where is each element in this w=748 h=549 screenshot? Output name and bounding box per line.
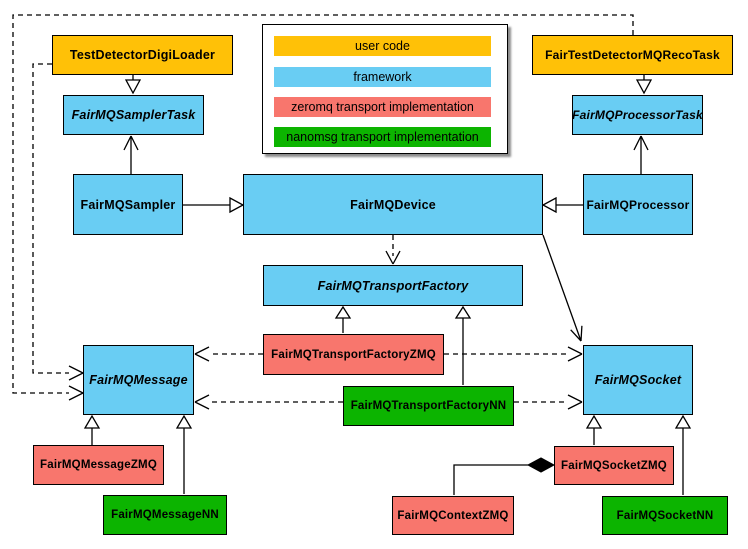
node-fairmq-socket-zmq: FairMQSocketZMQ xyxy=(554,446,674,485)
edge-sampler-samplertask-arrow xyxy=(123,135,139,174)
edge-socketnn-socket-generalization xyxy=(674,414,692,495)
node-fairmq-message-nn: FairMQMessageNN xyxy=(103,495,227,535)
edge-device-transportfactory-dependency xyxy=(385,235,401,265)
node-test-detector-digi-loader: TestDetectorDigiLoader xyxy=(52,35,233,75)
legend-item-framework: framework xyxy=(274,67,491,87)
edge-messagezmq-message-generalization xyxy=(83,414,101,445)
legend-item-zeromq: zeromq transport implementation xyxy=(274,97,491,117)
node-fairmq-message: FairMQMessage xyxy=(83,345,194,415)
edge-recotask-processortask-generalization xyxy=(635,75,653,95)
node-fairmq-transport-factory-nn: FairMQTransportFactoryNN xyxy=(343,386,514,426)
edge-tfnn-message-dependency xyxy=(194,394,343,410)
legend: user code framework zeromq transport imp… xyxy=(262,24,508,154)
node-fairmq-transport-factory-zmq: FairMQTransportFactoryZMQ xyxy=(263,334,444,375)
edge-messagenn-message-generalization xyxy=(175,414,193,494)
node-fairmq-processor-task: FairMQProcessorTask xyxy=(572,95,703,135)
legend-label: framework xyxy=(353,70,412,84)
legend-item-user-code: user code xyxy=(274,36,491,56)
edge-contextzmq-socketzmq-composition xyxy=(453,457,556,495)
node-fairmq-socket: FairMQSocket xyxy=(583,345,693,415)
node-fairmq-processor: FairMQProcessor xyxy=(583,174,693,235)
edge-tfzmq-socket-dependency xyxy=(444,346,583,362)
edge-digiloader-samplertask-generalization xyxy=(124,75,142,95)
legend-label: user code xyxy=(355,39,410,53)
node-fairmq-sampler: FairMQSampler xyxy=(73,174,183,235)
edge-device-socket-arrow xyxy=(542,234,583,342)
node-fairmq-context-zmq: FairMQContextZMQ xyxy=(392,496,514,535)
node-fairmq-socket-nn: FairMQSocketNN xyxy=(602,496,728,535)
edge-tfzmq-transportfactory-generalization xyxy=(334,305,352,333)
edge-sampler-device-generalization xyxy=(183,196,245,214)
node-fairmq-transport-factory: FairMQTransportFactory xyxy=(263,265,523,306)
legend-label: nanomsg transport implementation xyxy=(286,130,479,144)
node-fairmq-sampler-task: FairMQSamplerTask xyxy=(63,95,204,135)
legend-item-nanomsg: nanomsg transport implementation xyxy=(274,127,491,147)
edge-processor-processortask-arrow xyxy=(633,135,649,174)
edge-tfzmq-message-dependency xyxy=(194,346,263,362)
edge-socketzmq-socket-generalization xyxy=(585,414,603,445)
edge-tfnn-socket-dependency xyxy=(514,394,583,410)
node-fairmq-device: FairMQDevice xyxy=(243,174,543,235)
edge-processor-device-generalization xyxy=(541,196,583,214)
node-fair-test-detector-mq-reco-task: FairTestDetectorMQRecoTask xyxy=(532,35,733,75)
edge-tfnn-transportfactory-generalization xyxy=(454,305,472,385)
legend-label: zeromq transport implementation xyxy=(291,100,474,114)
node-fairmq-message-zmq: FairMQMessageZMQ xyxy=(33,445,164,485)
